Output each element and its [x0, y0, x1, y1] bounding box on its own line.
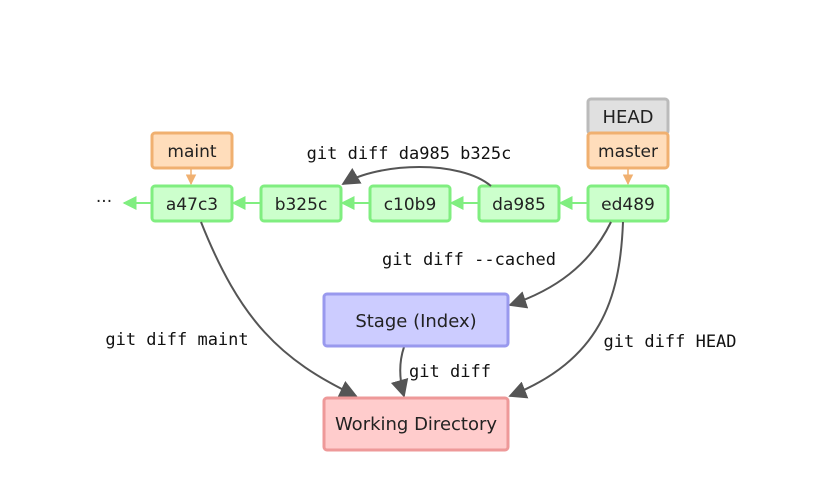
commit-label: a47c3: [166, 195, 218, 215]
command-diff-plain: git diff: [409, 362, 491, 382]
commit-node-a47c3: a47c3: [150, 184, 234, 223]
branch-master: master: [586, 131, 670, 170]
commit-node-da985: da985: [477, 184, 561, 223]
branch-label-maint: maint: [167, 142, 216, 162]
commit-label: b325c: [275, 195, 328, 215]
stage-label: Stage (Index): [355, 311, 476, 332]
command-diff-commits: git diff da985 b325c: [307, 144, 512, 164]
command-diff-cached: git diff --cached: [382, 250, 556, 270]
head-pointer: HEAD: [586, 97, 670, 136]
commit-node-ed489: ed489: [586, 184, 670, 223]
head-label: HEAD: [602, 107, 653, 128]
commit-label: da985: [492, 195, 546, 215]
ellipsis-text: ···: [96, 192, 112, 212]
arrow-diff-maint: [200, 221, 358, 398]
command-diff-maint: git diff maint: [105, 330, 248, 350]
commit-node-c10b9: c10b9: [368, 184, 452, 223]
commit-label: c10b9: [384, 195, 437, 215]
branch-label-master: master: [598, 142, 658, 162]
branch-maint: maint: [150, 131, 234, 170]
command-diff-head: git diff HEAD: [603, 332, 736, 352]
commit-label: ed489: [601, 195, 655, 215]
workdir-label: Working Directory: [335, 414, 497, 435]
commit-node-b325c: b325c: [259, 184, 343, 223]
arrow-diff-plain: [390, 346, 409, 398]
stage-index-box: Stage (Index): [322, 292, 510, 348]
arrow-diff-head: [508, 221, 624, 399]
arrow-diff-da985-b325c: [341, 166, 492, 187]
arrow-diff-cached: [508, 221, 612, 309]
working-directory-box: Working Directory: [322, 396, 510, 452]
